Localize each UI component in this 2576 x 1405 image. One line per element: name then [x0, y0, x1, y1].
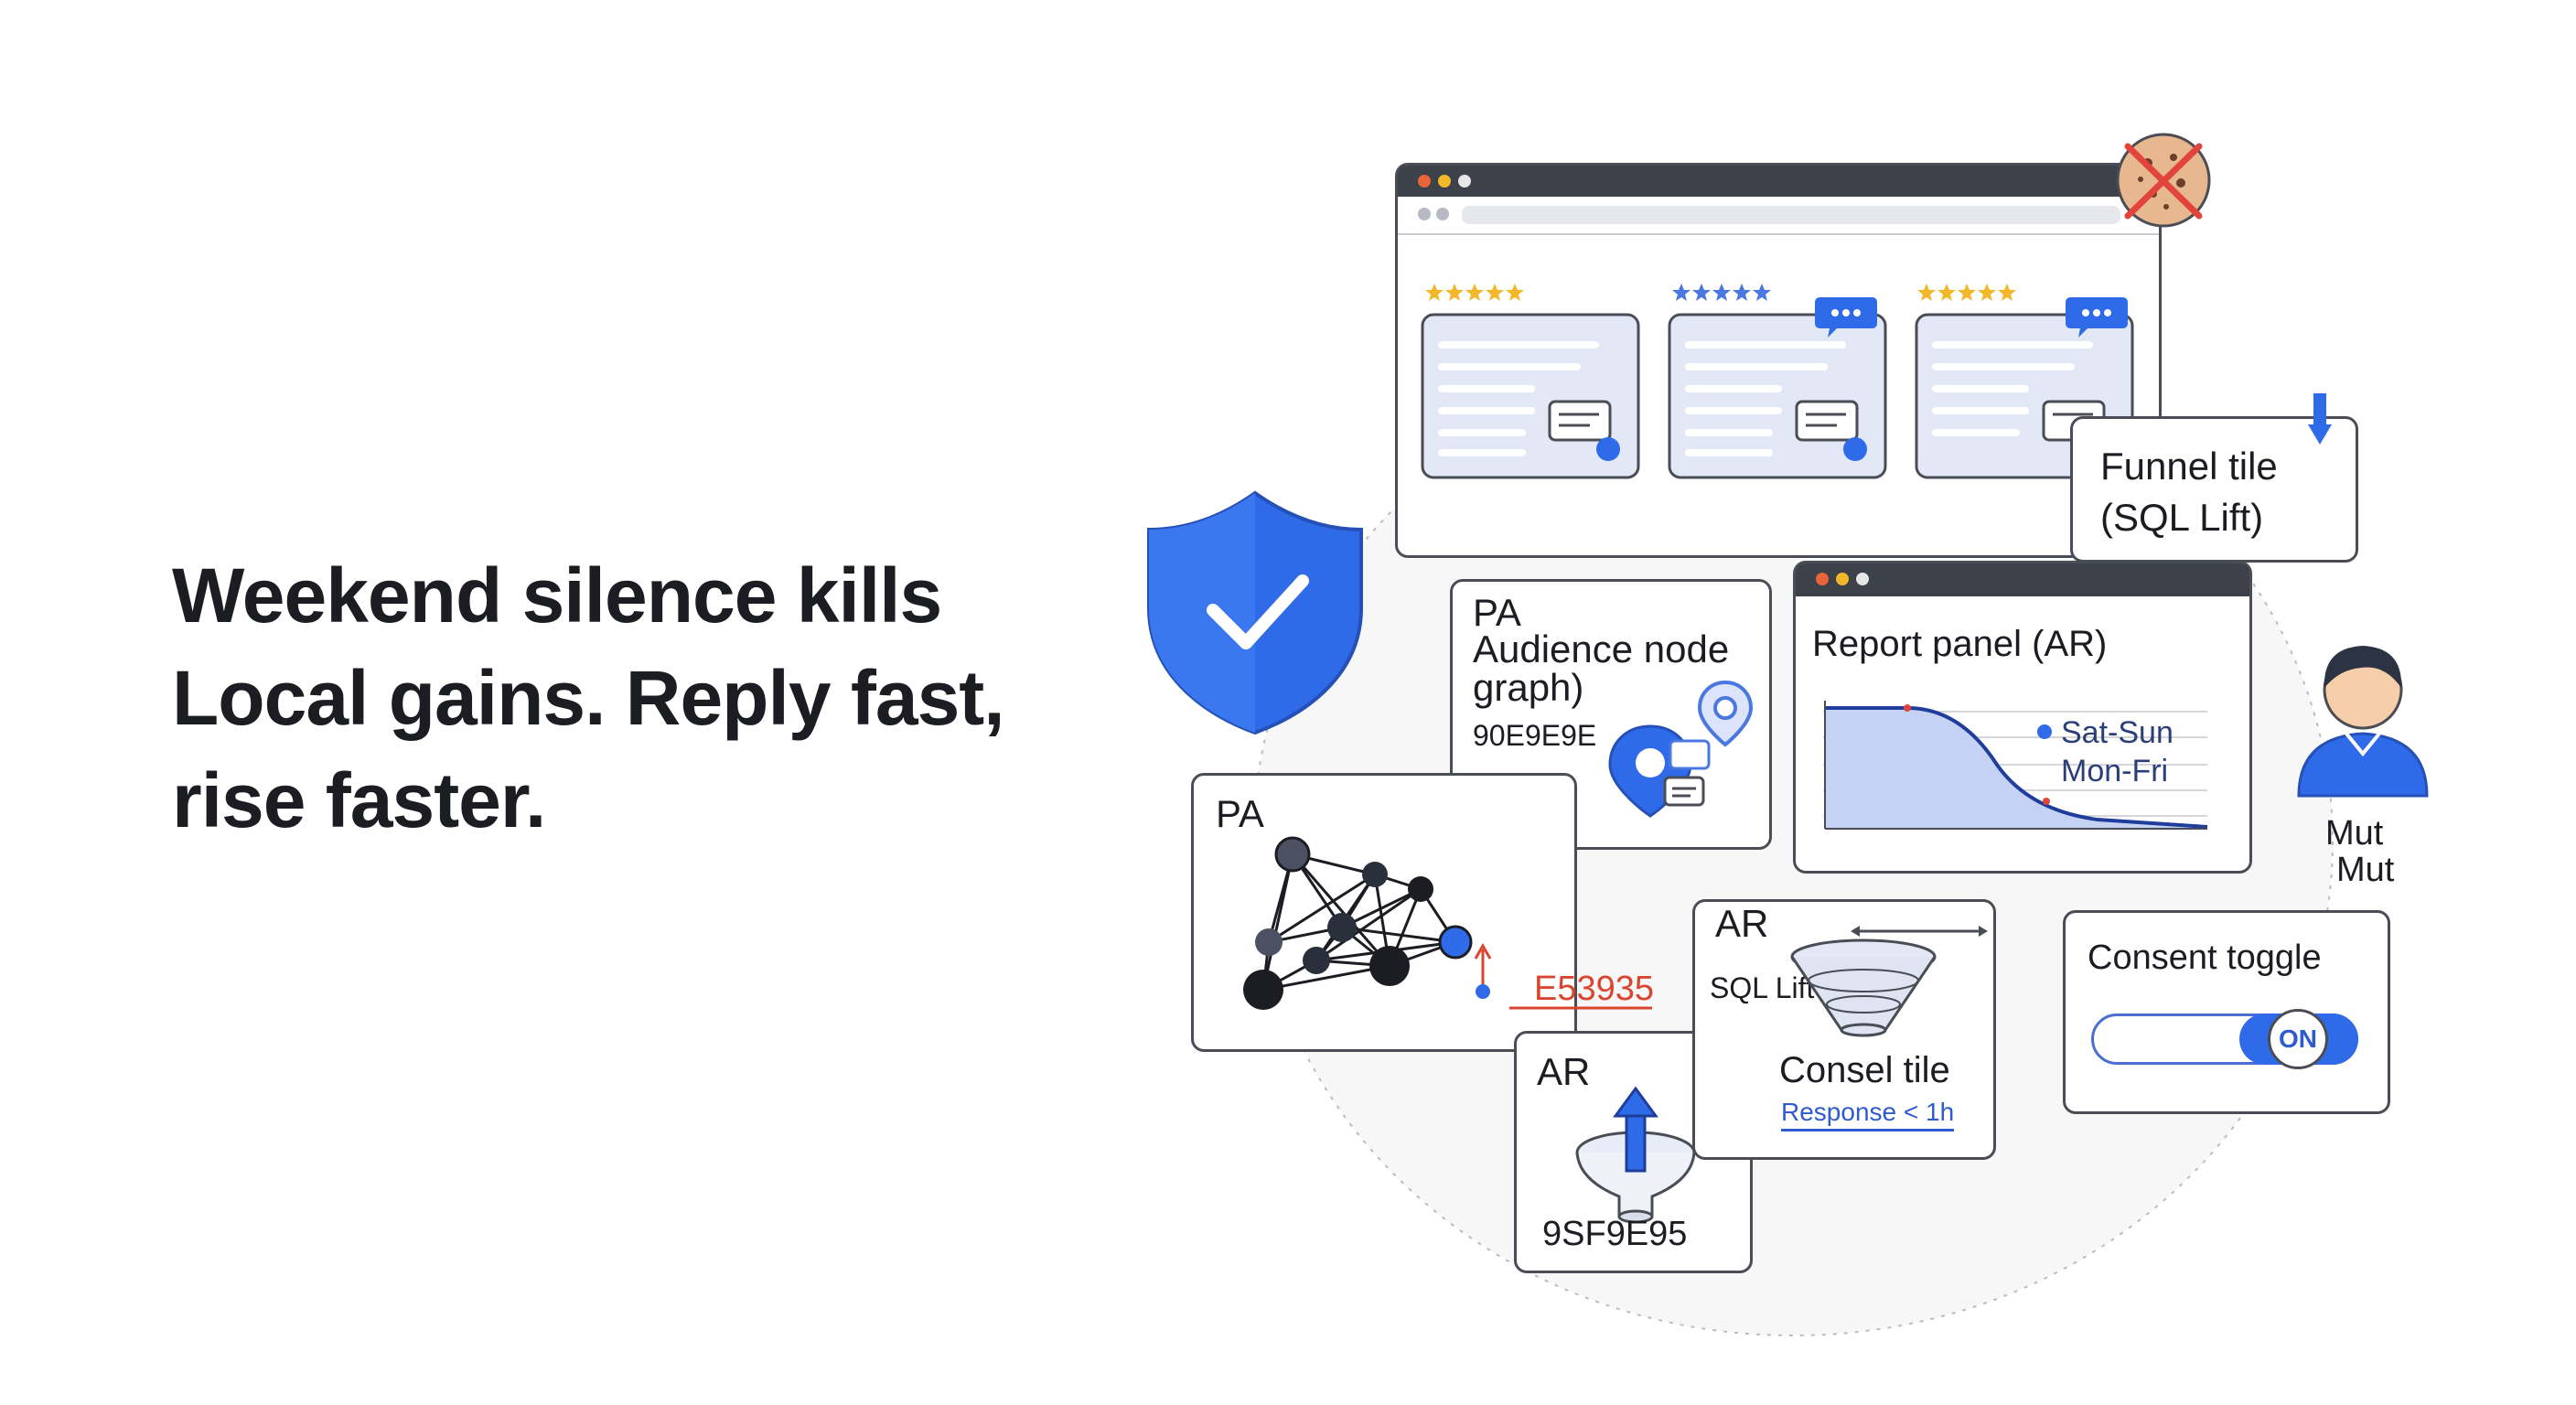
consel-sql-label: SQL Lift — [1710, 971, 1815, 1004]
bookmark-pin-icon — [2308, 393, 2332, 445]
ar-card-code: 9SF9E95 — [1542, 1215, 1688, 1253]
no-cookie-icon — [2116, 133, 2211, 228]
alert-arrow-icon — [1474, 942, 1492, 999]
consel-response-link[interactable]: Response < 1h — [1781, 1098, 1955, 1132]
address-bar[interactable] — [1462, 206, 2120, 224]
star-rating-1 — [1425, 284, 1524, 301]
audience-card-tag: PA — [1473, 591, 1521, 634]
consent-toggle[interactable]: ON — [2091, 1009, 2358, 1069]
person-avatar-icon — [2297, 646, 2429, 798]
report-panel-card[interactable]: Report panel (AR) Sat-Sun Mon-Fri — [1793, 561, 2252, 874]
consel-tile-title: Consel tile — [1779, 1050, 1950, 1090]
audience-card-title-1: Audience node — [1473, 627, 1730, 670]
funnel-icon — [1790, 938, 1937, 1037]
toggle-knob[interactable]: ON — [2268, 1009, 2328, 1069]
alert-underline — [1509, 1006, 1652, 1010]
network-graph — [1243, 836, 1473, 1010]
review-card-2[interactable] — [1668, 313, 1888, 482]
chat-bubble-icon — [1663, 739, 1711, 807]
legend-dot-sat-sun — [2037, 724, 2052, 739]
audience-card-code: 90E9E9E — [1473, 719, 1597, 752]
headline-line-1: Weekend silence kills — [172, 552, 942, 638]
report-area-chart — [1823, 701, 2208, 830]
audience-card-title-2: graph) — [1473, 666, 1584, 709]
report-title-bar — [1796, 563, 2249, 596]
browser-address-row — [1398, 197, 2159, 235]
chat-bubble-icon — [1815, 297, 1877, 338]
consel-card-tag: AR — [1715, 902, 1769, 945]
node-graph-card[interactable]: PA E53935 — [1191, 773, 1654, 1052]
consel-tile-card[interactable]: AR SQL Lift Consel tile Response < 1h — [1692, 899, 1996, 1160]
funnel-tile-subtitle: (SQL Lift) — [2100, 496, 2264, 539]
range-arrow-icon — [1851, 926, 1988, 937]
headline: Weekend silence kills Local gains. Reply… — [172, 544, 1087, 852]
headline-line-3: rise faster. — [172, 757, 546, 843]
star-rating-3 — [1917, 284, 2016, 301]
review-card-1[interactable] — [1421, 313, 1641, 482]
reviews-browser-window — [1395, 163, 2162, 558]
graph-card-tag: PA — [1216, 792, 1264, 835]
chat-bubble-icon — [2066, 297, 2128, 338]
star-rating-2 — [1672, 284, 1771, 301]
toggle-state-label: ON — [2279, 1024, 2317, 1053]
funnel-tile-card[interactable]: Funnel tile (SQL Lift) — [2070, 416, 2358, 563]
funnel-tile-title: Funnel tile — [2100, 445, 2278, 488]
browser-title-bar — [1398, 166, 2159, 197]
consent-toggle-card: Consent toggle ON — [2063, 910, 2390, 1114]
consent-toggle-title: Consent toggle — [2088, 938, 2322, 977]
legend-mon-fri: Mon-Fri — [2061, 754, 2169, 788]
ar-card-tag: AR — [1537, 1050, 1591, 1093]
headline-line-2: Local gains. Reply fast, — [172, 655, 1005, 741]
shield-check-icon — [1147, 490, 1363, 735]
map-pin-small-icon — [1697, 680, 1754, 747]
avatar-label-2: Mut — [2336, 851, 2395, 889]
report-panel-title: Report panel (AR) — [1812, 624, 2108, 664]
legend-sat-sun: Sat-Sun — [2061, 715, 2174, 750]
graph-card-code: E53935 — [1534, 970, 1655, 1008]
funnel-icon — [1575, 1086, 1696, 1224]
avatar-label-1: Mut — [2325, 814, 2384, 853]
